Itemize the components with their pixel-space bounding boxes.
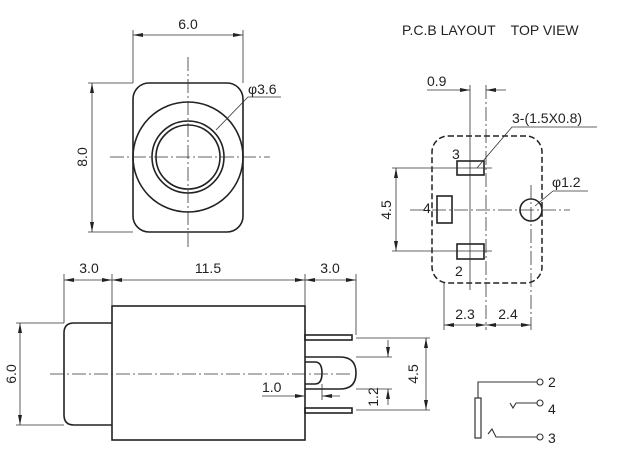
pin-top	[304, 334, 353, 341]
front-width-dim: 6.0	[178, 16, 198, 32]
pad-spec: 3-(1.5X0.8)	[512, 110, 582, 126]
pcb-title: P.C.B LAYOUT TOP VIEW	[402, 22, 579, 38]
pcb-offset-dim: 0.9	[427, 73, 447, 89]
pad-2	[456, 243, 485, 260]
pcb-hole-dim: φ1.2	[552, 174, 581, 190]
terminal-2	[536, 378, 544, 386]
front-height-dim: 8.0	[74, 147, 90, 167]
pin-width-dim: 1.2	[365, 387, 381, 407]
front-hole-dim: φ3.6	[248, 81, 277, 97]
jack-sleeve	[474, 397, 482, 439]
hole-leader	[534, 190, 588, 207]
footprint-outline	[431, 135, 543, 284]
wire-2	[477, 381, 537, 398]
side-height-dim: 6.0	[3, 364, 19, 384]
pad-label-4: 4	[423, 200, 431, 216]
pad-spec-leader	[476, 126, 597, 169]
pcb-layout: 0.9 3-(1.5X0.8) 4.5 3 4 2 φ1.2 2.3 2.4	[378, 73, 597, 330]
terminal-label-3: 3	[548, 430, 556, 446]
terminal-4	[536, 399, 544, 407]
pin-pitch-dim: 4.5	[405, 364, 421, 384]
jack-body	[111, 305, 306, 441]
terminal-3	[536, 433, 544, 441]
pad-label-3: 3	[452, 146, 460, 162]
pin-bottom	[304, 407, 353, 414]
body-dim: 11.5	[195, 260, 221, 276]
pcb-left-dim: 2.3	[455, 306, 475, 322]
pin-middle-inner	[305, 361, 323, 385]
pad-label-2: 2	[455, 263, 463, 279]
hole-leader	[215, 96, 281, 131]
front-view: 6.0 8.0 φ3.6	[74, 16, 281, 250]
schematic-symbol: 2 4 3	[474, 374, 556, 446]
pin-middle	[305, 356, 357, 390]
side-view: 3.0 11.5 3.0 6.0 1.0 1.2 4.5	[3, 260, 430, 441]
wire-3	[487, 427, 537, 438]
bezel-dim: 3.0	[79, 260, 99, 276]
pcb-right-dim: 2.4	[498, 306, 518, 322]
pin-length-dim: 3.0	[320, 260, 340, 276]
terminal-label-2: 2	[548, 374, 556, 390]
wire-4	[509, 402, 537, 410]
pcb-pitch-dim: 4.5	[378, 200, 394, 220]
terminal-label-4: 4	[548, 401, 556, 417]
pin-offset-dim: 1.0	[262, 379, 282, 395]
pad-4	[436, 195, 453, 224]
